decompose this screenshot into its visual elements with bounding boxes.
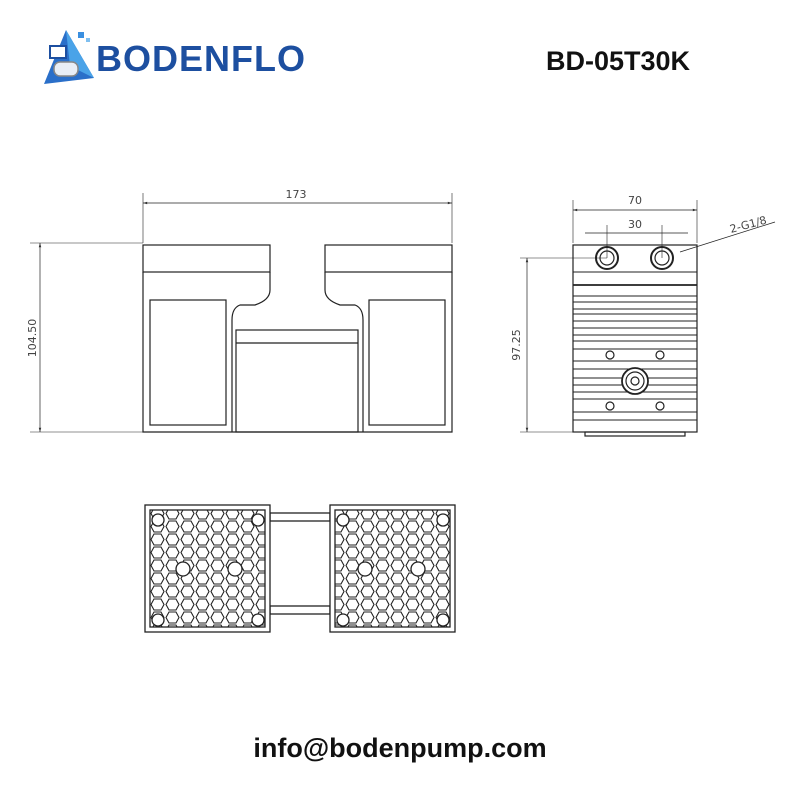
dim-side-height: 97.25	[510, 329, 523, 361]
side-view	[520, 200, 776, 437]
model-number: BD-05T30K	[546, 46, 691, 76]
front-view	[30, 193, 453, 433]
dim-port-spec: 2-G1/8	[728, 214, 768, 236]
dim-front-width: 173	[286, 188, 307, 201]
dim-side-width: 70	[628, 194, 642, 207]
dim-front-height: 104.50	[26, 319, 39, 358]
bottom-view	[144, 504, 456, 633]
brand-name: BODENFLO	[96, 38, 306, 79]
brand-logo	[36, 26, 316, 90]
dim-port-spacing: 30	[628, 218, 642, 231]
contact-email[interactable]: info@bodenpump.com	[253, 733, 547, 763]
logo-icon	[44, 30, 94, 84]
